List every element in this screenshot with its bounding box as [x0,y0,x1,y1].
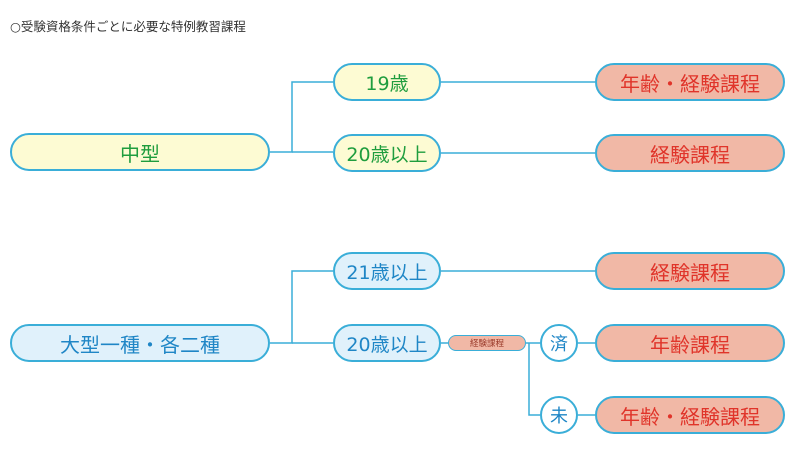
condition-experience-course: 経験課程 [448,335,526,351]
course-age-experience-large: 年齢・経験課程 [595,396,785,434]
age-21-plus: 21歳以上 [333,252,441,290]
age-19: 19歳 [333,63,441,101]
course-experience-large: 経験課程 [595,252,785,290]
status-completed: 済 [540,324,578,362]
category-large: 大型一種・各二種 [10,324,270,362]
age-20-plus-midsize: 20歳以上 [333,134,441,172]
category-midsize: 中型 [10,133,270,171]
course-age-large: 年齢課程 [595,324,785,362]
course-age-experience-midsize: 年齢・経験課程 [595,63,785,101]
status-not-completed: 未 [540,396,578,434]
course-experience-midsize: 経験課程 [595,134,785,172]
age-20-plus-large: 20歳以上 [333,324,441,362]
page-title: ○受験資格条件ごとに必要な特例教習課程 [10,19,246,34]
